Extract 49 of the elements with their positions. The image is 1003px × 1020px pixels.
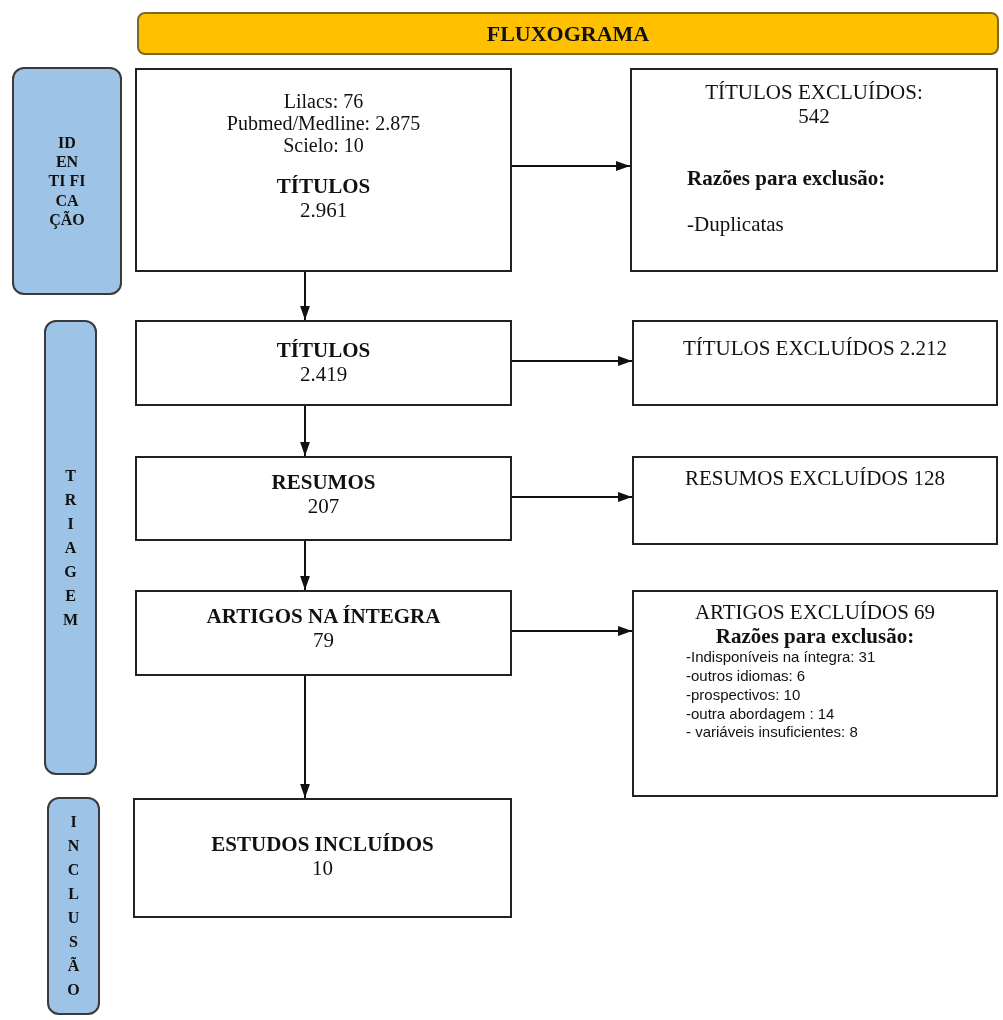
process-box — [135, 68, 512, 272]
diagram-title: FLUXOGRAMA — [486, 20, 650, 47]
box-text: ARTIGOS NA ÍNTEGRA — [206, 604, 441, 629]
stage-label: TRIAGEM — [62, 465, 79, 630]
box-text: TÍTULOS EXCLUÍDOS: 542 — [704, 80, 924, 129]
box-text: Lilacs: 76 — [283, 90, 364, 112]
process-box — [632, 320, 998, 406]
box-text: 2.419 — [299, 362, 348, 387]
box-text: 2.961 — [299, 198, 348, 223]
box-text: Razões para exclusão: — [715, 624, 915, 649]
box-text: RESUMOS EXCLUÍDOS 128 — [684, 466, 946, 491]
arrow — [511, 492, 633, 502]
box-text: ARTIGOS EXCLUÍDOS 69 — [694, 600, 936, 625]
box-text: TÍTULOS — [276, 174, 371, 199]
process-box — [135, 590, 512, 676]
arrow — [511, 161, 631, 171]
exclusion-reason: -prospectivos: 10 — [686, 685, 801, 705]
process-box — [630, 68, 998, 272]
box-text: TÍTULOS EXCLUÍDOS 2.212 — [682, 336, 948, 361]
arrow — [300, 405, 310, 457]
box-text: -Duplicatas — [687, 212, 784, 237]
stage-band — [44, 320, 97, 775]
exclusion-reason: -outros idiomas: 6 — [686, 667, 806, 686]
box-text: Razões para exclusão: — [687, 166, 886, 191]
exclusion-reason: -Indisponíveis na íntegra: 31 — [686, 648, 876, 668]
arrow — [511, 626, 633, 636]
stage-label: ID EN TI FI CA ÇÃO — [47, 133, 87, 229]
process-box — [133, 798, 512, 918]
box-text: Scielo: 10 — [283, 134, 364, 156]
box-text: RESUMOS — [271, 470, 376, 495]
box-text: ESTUDOS INCLUÍDOS — [211, 832, 434, 857]
arrow — [511, 356, 633, 366]
process-box — [135, 456, 512, 541]
box-text: 10 — [312, 856, 333, 881]
box-text: TÍTULOS — [276, 338, 371, 363]
process-box — [632, 590, 998, 797]
process-box — [135, 320, 512, 406]
stage-band — [47, 797, 100, 1015]
box-text: 79 — [313, 628, 334, 653]
arrow — [300, 540, 310, 591]
arrow — [300, 675, 310, 799]
stage-band — [12, 67, 122, 295]
stage-label: INCLUSÃO — [66, 812, 81, 1000]
arrow — [300, 271, 310, 321]
box-text: Pubmed/Medline: 2.875 — [226, 112, 421, 134]
box-text: 207 — [307, 494, 340, 519]
exclusion-reason: -outra abordagem : 14 — [686, 704, 835, 724]
process-box — [632, 456, 998, 545]
exclusion-reason: - variáveis insuficientes: 8 — [686, 723, 858, 743]
